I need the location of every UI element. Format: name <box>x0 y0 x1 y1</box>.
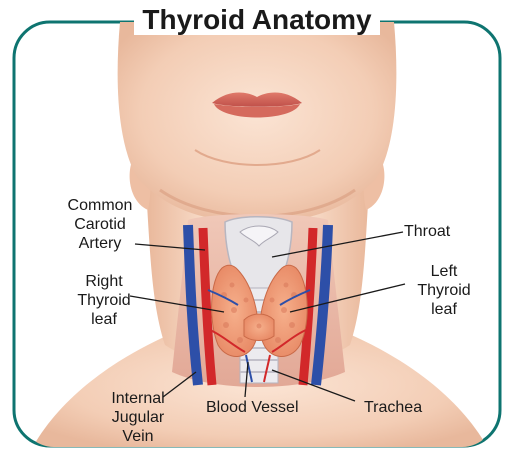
label-blood-vessel: Blood Vessel <box>206 398 299 417</box>
label-throat: Throat <box>404 222 450 241</box>
label-right-thyroid-leaf: Right Thyroid leaf <box>64 272 144 329</box>
label-left-thyroid-leaf: Left Thyroid leaf <box>400 262 488 319</box>
label-internal-jugular-vein: Internal Jugular Vein <box>96 389 180 446</box>
label-common-carotid-artery: Common Carotid Artery <box>54 196 146 253</box>
diagram-title: Thyroid Anatomy <box>0 3 514 37</box>
label-trachea: Trachea <box>364 398 422 417</box>
